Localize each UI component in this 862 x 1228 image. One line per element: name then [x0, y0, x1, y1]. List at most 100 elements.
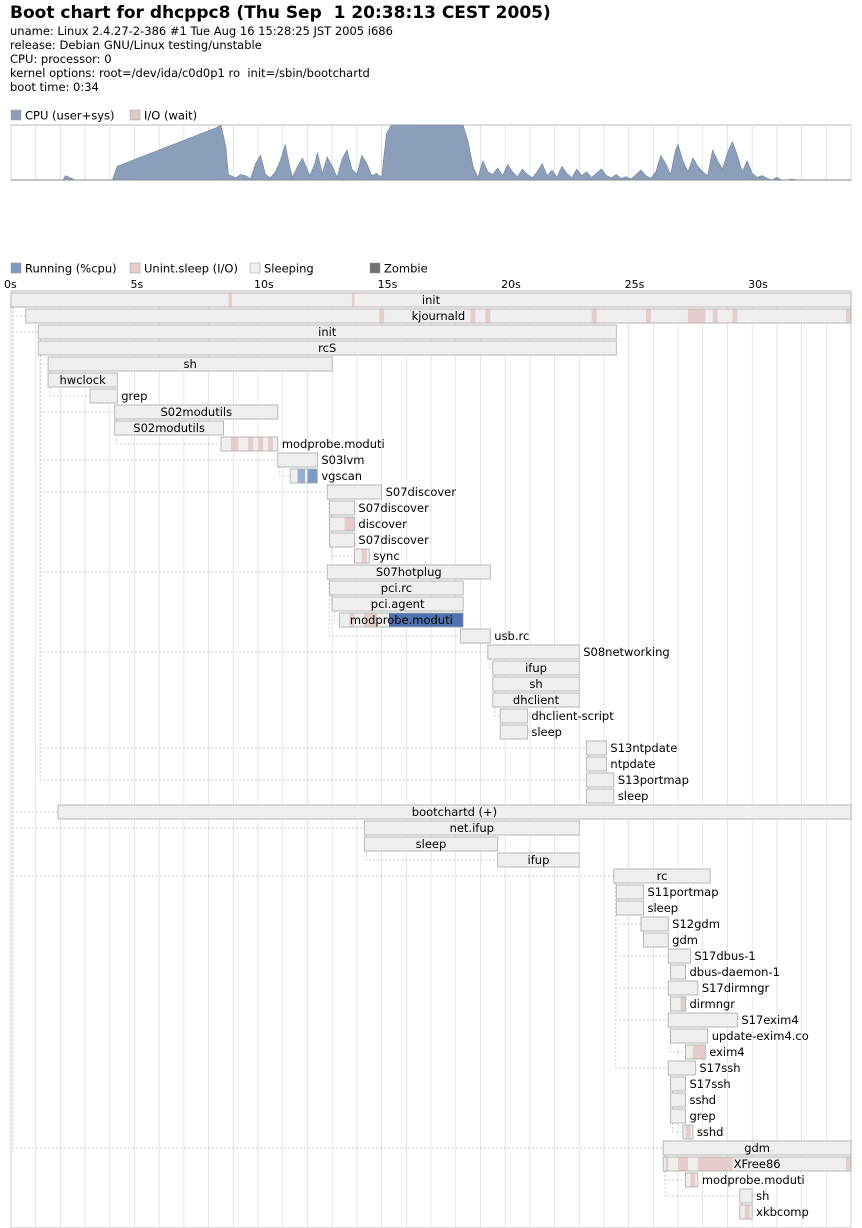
io-wait-segment [732, 309, 737, 323]
process-bar [327, 485, 381, 499]
io-wait-segment [685, 1125, 690, 1139]
process-label: sh [183, 357, 196, 371]
process-label: dhclient [513, 693, 560, 707]
legend-label-1: I/O (wait) [144, 109, 197, 123]
time-tick-label: 20s [501, 278, 521, 291]
process-label: sync [373, 549, 399, 563]
io-wait-segment [713, 309, 718, 323]
process-label: sh [529, 677, 542, 691]
process-label: dirmngr [689, 997, 735, 1011]
process-bar [587, 757, 607, 771]
process-label: xkbcomp [756, 1205, 809, 1219]
process-legend-label-3: Zombie [384, 262, 428, 276]
process-label: modprobe.moduti [702, 1173, 805, 1187]
process-label: dhclient-script [531, 709, 614, 723]
io-wait-segment [698, 1157, 733, 1171]
process-label: S07hotplug [376, 565, 442, 579]
process-legend-label-0: Running (%cpu) [25, 262, 117, 276]
time-tick-label: 5s [131, 278, 144, 291]
process-label: pci.agent [371, 597, 425, 611]
process-label: S03lvm [321, 453, 364, 467]
process-bar [643, 933, 668, 947]
io-wait-segment [646, 309, 651, 323]
process-label: S17ssh [699, 1061, 740, 1075]
process-bar [616, 901, 643, 915]
process-label: sleep [618, 789, 649, 803]
process-label: sh [756, 1189, 769, 1203]
io-wait-segment [688, 309, 705, 323]
process-label: grep [689, 1109, 715, 1123]
io-wait-segment [745, 1205, 750, 1219]
process-label: XFree86 [734, 1157, 781, 1171]
process-label: rcS [318, 341, 336, 355]
process-label: bootchartd (+) [412, 805, 497, 819]
io-wait-segment [471, 309, 476, 323]
process-label: S02modutils [160, 405, 232, 419]
process-legend-label-1: Unint.sleep (I/O) [144, 262, 238, 276]
process-bar [461, 629, 491, 643]
process-bar [668, 1013, 737, 1027]
io-wait-segment [379, 309, 384, 323]
process-label: init [422, 293, 441, 307]
process-bar [668, 949, 690, 963]
time-tick-label: 15s [378, 278, 398, 291]
process-label: S17exim4 [741, 1013, 798, 1027]
process-label: sleep [531, 725, 562, 739]
io-wait-segment [345, 517, 355, 531]
io-wait-segment [846, 309, 851, 323]
process-bar [278, 453, 318, 467]
process-label: gdm [672, 933, 698, 947]
time-tick-label: 25s [625, 278, 645, 291]
process-label: net.ifup [450, 821, 494, 835]
process-label: S07discover [358, 501, 429, 515]
process-label: gdm [744, 1141, 770, 1155]
process-bar [740, 1189, 752, 1203]
process-label: S17ssh [689, 1077, 730, 1091]
io-wait-segment [268, 437, 273, 451]
process-label: modprobe.moduti [350, 613, 453, 627]
process-bar [587, 789, 614, 803]
process-label: S08networking [583, 645, 669, 659]
process-bar [671, 1029, 708, 1043]
process-bar [671, 1093, 686, 1107]
process-label: S02modutils [133, 421, 205, 435]
process-label: usb.rc [494, 629, 529, 643]
io-wait-segment [231, 437, 238, 451]
process-label: exim4 [709, 1045, 744, 1059]
io-wait-segment [352, 293, 354, 307]
process-bar [500, 709, 527, 723]
io-wait-segment [678, 1157, 688, 1171]
legend-swatch-0 [11, 110, 21, 120]
process-bar [671, 1109, 686, 1123]
io-wait-segment [666, 1157, 668, 1171]
io-wait-segment [485, 309, 490, 323]
time-tick-label: 0s [4, 278, 17, 291]
time-tick-label: 10s [254, 278, 274, 291]
io-wait-segment [362, 549, 367, 563]
process-legend-swatch-3 [370, 263, 380, 273]
process-label: S17dbus-1 [694, 949, 755, 963]
process-bar [668, 1061, 695, 1075]
process-label: vgscan [321, 469, 362, 483]
process-label: rc [657, 869, 668, 883]
process-label: ifup [528, 853, 550, 867]
io-wait-segment [228, 293, 232, 307]
process-label: S13ntpdate [610, 741, 677, 755]
process-bar [616, 885, 643, 899]
process-legend-swatch-0 [11, 263, 21, 273]
cpu-running-segment [298, 469, 305, 483]
process-label: sshd [689, 1093, 716, 1107]
process-label: pci.rc [381, 581, 412, 595]
process-label: sleep [647, 901, 678, 915]
process-bar [90, 389, 117, 403]
process-label: discover [358, 517, 407, 531]
process-bar [488, 645, 579, 659]
process-bar [587, 773, 614, 787]
io-wait-segment [248, 437, 253, 451]
process-label: grep [121, 389, 147, 403]
process-label: modprobe.moduti [282, 437, 385, 451]
process-label: S07discover [358, 533, 429, 547]
process-label: S12gdm [672, 917, 720, 931]
process-bar [330, 533, 355, 547]
